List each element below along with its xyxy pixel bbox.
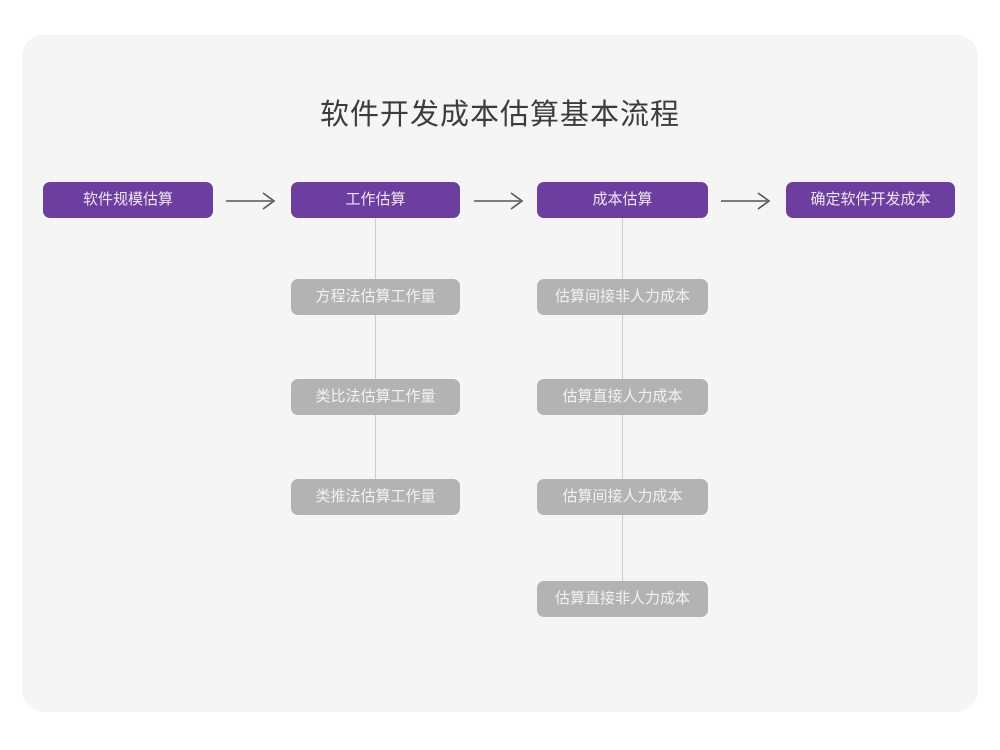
stage-node-effort-estimation[interactable]: 工作估算 (291, 182, 460, 218)
arrow-right-icon-2 (472, 186, 532, 216)
stage-node-software-scale-estimation[interactable]: 软件规模估算 (43, 182, 213, 218)
sub-node-analogical-method-effort[interactable]: 类推法估算工作量 (291, 479, 460, 515)
sub-node-direct-labor-cost[interactable]: 估算直接人力成本 (537, 379, 708, 415)
stage-node-cost-estimation[interactable]: 成本估算 (537, 182, 708, 218)
page-title: 软件开发成本估算基本流程 (319, 99, 680, 131)
sub-node-analogy-method-effort[interactable]: 类比法估算工作量 (291, 379, 460, 415)
connector-line-stage3-1 (622, 218, 623, 279)
connector-line-stage3-3 (622, 415, 623, 479)
connector-line-stage2-2 (375, 315, 376, 379)
sub-node-indirect-nonlabor-cost[interactable]: 估算间接非人力成本 (537, 279, 708, 315)
connector-line-stage2-3 (375, 415, 376, 479)
sub-node-equation-method-effort[interactable]: 方程法估算工作量 (291, 279, 460, 315)
arrow-right-icon-3 (719, 186, 779, 216)
sub-node-direct-nonlabor-cost[interactable]: 估算直接非人力成本 (537, 581, 708, 617)
sub-node-indirect-labor-cost[interactable]: 估算间接人力成本 (537, 479, 708, 515)
connector-line-stage2-1 (375, 218, 376, 279)
arrow-right-icon-1 (224, 186, 284, 216)
diagram-card (22, 35, 978, 712)
stage-node-determine-dev-cost[interactable]: 确定软件开发成本 (786, 182, 955, 218)
connector-line-stage3-4 (622, 515, 623, 581)
connector-line-stage3-2 (622, 315, 623, 379)
